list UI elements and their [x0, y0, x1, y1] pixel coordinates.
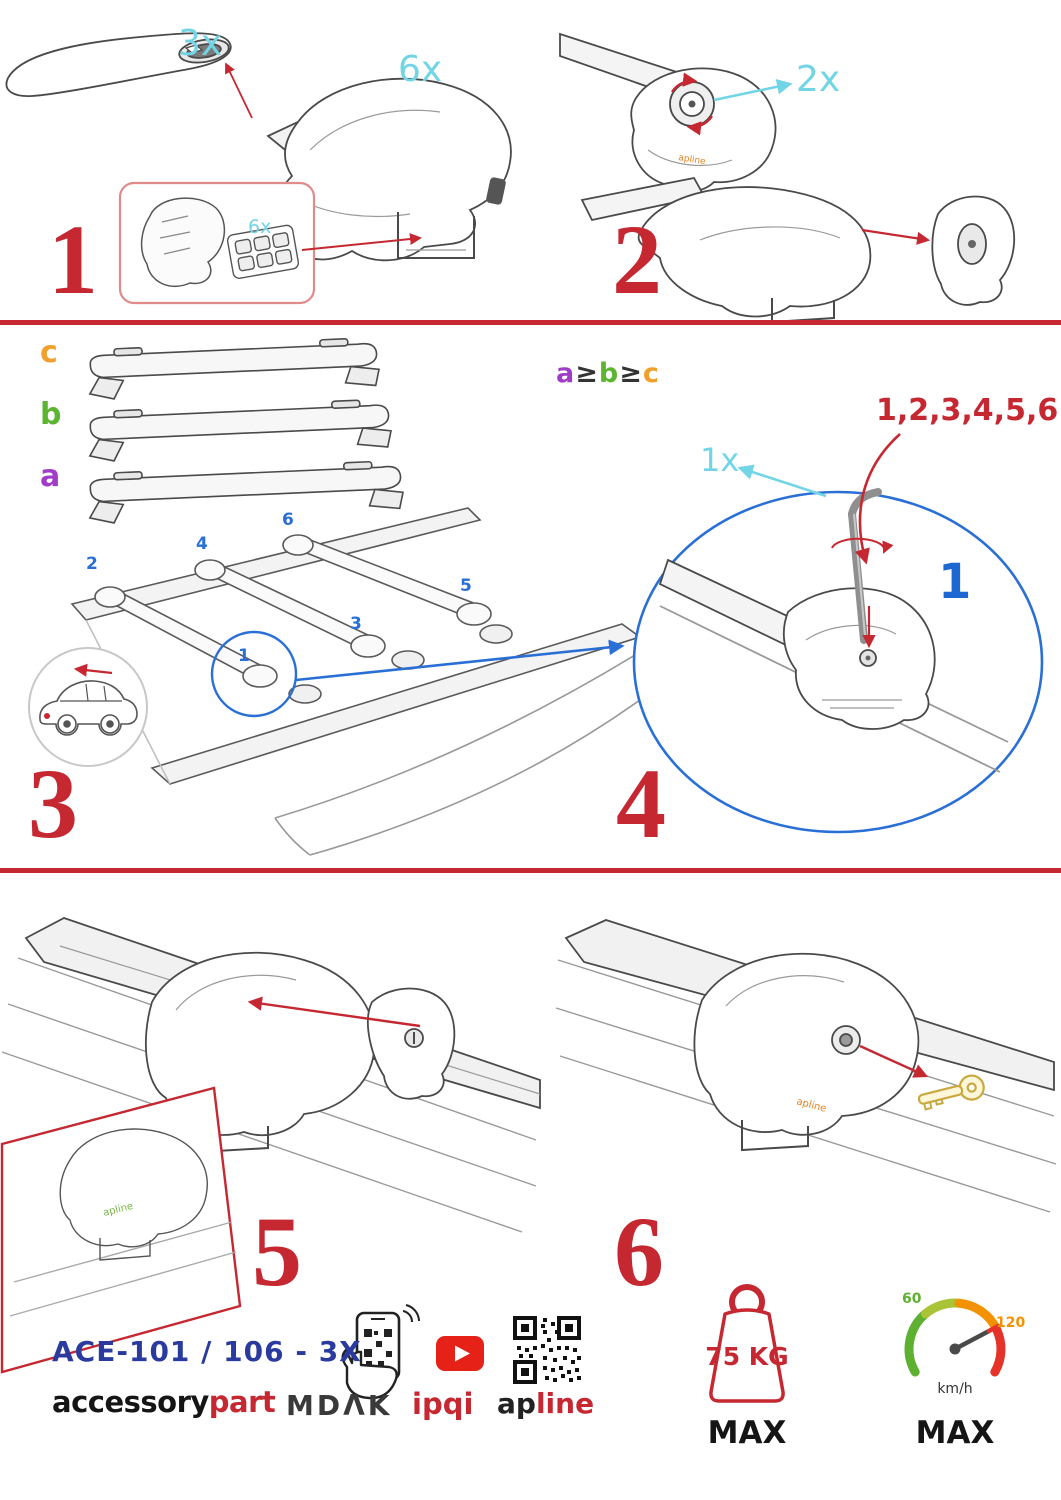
step4-number: 4: [616, 748, 666, 859]
step6-key-arrow: [859, 1044, 929, 1078]
step2-qty-arrow: [713, 79, 793, 102]
roof-position-6: 6: [282, 510, 294, 530]
step2-qty-label: 2x: [796, 59, 841, 100]
roof-position-2: 2: [86, 554, 98, 574]
logo-line: line: [535, 1387, 595, 1420]
rule-c: c: [642, 358, 660, 389]
step3-number: 3: [28, 748, 78, 859]
step1-pad-qty-label: 6x: [248, 216, 272, 238]
step1-foot-qty-label: 6x: [398, 49, 443, 90]
step2-torque-drawing: apline: [559, 32, 793, 193]
key-icon: [917, 1074, 985, 1111]
bar-label-c: c: [40, 335, 58, 370]
speed-max-value-label: 120: [996, 1315, 1026, 1331]
key-rotation-arrow: [831, 537, 894, 554]
phone-qr-icon: [341, 1304, 420, 1400]
zoom-pointer-arrow: [295, 639, 625, 682]
weight-max-icon: [709, 1284, 785, 1403]
step3-bars-drawing: [88, 337, 404, 524]
speed-min-label: 60: [902, 1291, 922, 1307]
step1-foot-drawing: [266, 77, 512, 262]
bar-label-a: a: [40, 459, 61, 494]
step6-number: 6: [614, 1196, 664, 1307]
speed-unit-label: km/h: [937, 1381, 973, 1397]
step4-zoom-drawing: [632, 433, 1044, 834]
logo-apline: apline: [497, 1390, 594, 1418]
brand-wordmark: accessorypart: [52, 1385, 276, 1419]
product-code: ACE-101 / 106 - 3X: [52, 1335, 362, 1368]
rubber-pad-drawing: [226, 224, 300, 279]
brand-part: part: [208, 1385, 276, 1419]
step4-first-position-label: 1: [938, 554, 972, 610]
step4-qty-arrow: [737, 464, 827, 498]
weight-max-label: MAX: [707, 1415, 787, 1451]
weight-value: 75 KG: [705, 1342, 789, 1371]
position1-highlight-circle: [210, 630, 298, 718]
step4-sequence-label: 1,2,3,4,5,6: [876, 393, 1059, 428]
roof-position-1: 1: [238, 646, 250, 666]
speed-max-label: MAX: [915, 1415, 995, 1451]
bar-c-drawing: [88, 337, 380, 400]
roof-position-4: 4: [196, 534, 208, 554]
torque-rotation-arrow-1: [670, 72, 698, 93]
speedometer-needle: [952, 1328, 992, 1352]
youtube-icon: [436, 1336, 484, 1371]
step1-bar-arrow: [225, 62, 253, 119]
step1-inset-detail: [118, 181, 422, 305]
allen-key-drawing: [848, 488, 882, 644]
bar-a-drawing: [88, 460, 404, 524]
section-divider-1: [0, 320, 1061, 325]
sequence-arrow: [854, 433, 901, 565]
car-front-dot: [44, 713, 50, 719]
step5-cover-drawing: apline: [0, 917, 541, 1374]
step5-number: 5: [252, 1196, 302, 1307]
torque-rotation-arrow-2: [686, 115, 714, 136]
step6-lock-drawing: apline: [555, 919, 1057, 1213]
qr-code: [513, 1316, 581, 1384]
step1-number: 1: [48, 204, 98, 315]
step4-key-qty-label: 1x: [700, 441, 740, 479]
logo-mdak: MDΛK: [286, 1389, 393, 1422]
rule-ge-1: ≥: [575, 358, 599, 389]
brand-accessory: accessory: [52, 1385, 209, 1419]
car-direction-arrow: [73, 663, 113, 677]
bar-label-b: b: [40, 397, 62, 432]
product-logo-step2: apline: [678, 153, 707, 167]
bar-order-rule: a≥b≥c: [556, 360, 660, 387]
rule-ge-2: ≥: [619, 358, 643, 389]
rule-b: b: [598, 358, 620, 389]
step3-roof-drawing: [70, 507, 673, 856]
step1-crossbar-end-drawing: [5, 32, 253, 119]
step2-endcap-arrow: [861, 228, 931, 245]
roof-position-5: 5: [460, 576, 472, 596]
section-divider-2: [0, 868, 1061, 873]
step1-foot-logo-patch: [486, 177, 506, 205]
step2-number: 2: [612, 204, 662, 315]
step2-endcap-drawing: [580, 176, 1016, 324]
speedometer-icon: [904, 1298, 1006, 1377]
step1-bar-qty-label: 3x: [178, 23, 223, 64]
step1-pad-arrow: [301, 233, 422, 251]
logo-ipqi: ipqi: [412, 1387, 474, 1421]
bar-b-drawing: [88, 399, 392, 462]
step5-cover-arrow: [247, 996, 421, 1028]
roof-position-3: 3: [350, 614, 362, 634]
step3-car-inset: [28, 647, 148, 767]
logo-ap: ap: [497, 1387, 536, 1420]
rule-a: a: [556, 358, 576, 389]
